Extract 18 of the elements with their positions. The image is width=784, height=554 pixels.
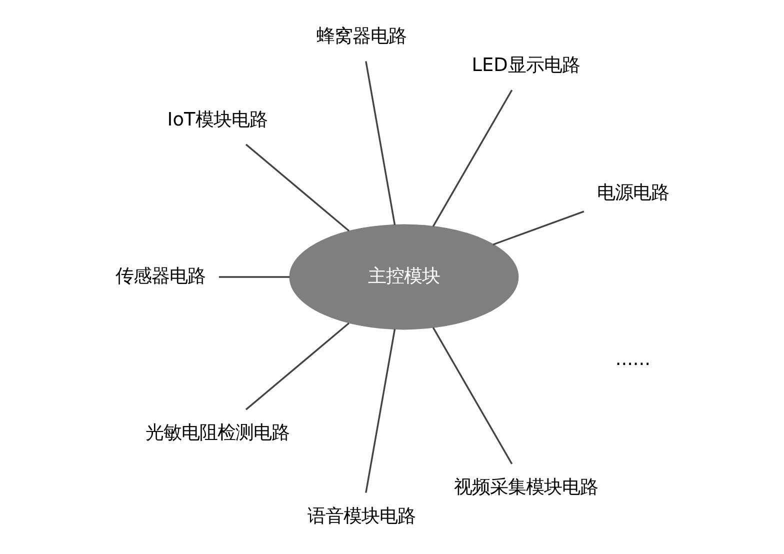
node-text: 视频采集模块电路 — [454, 476, 598, 498]
connector — [365, 328, 396, 493]
node-text: 语音模块电路 — [308, 506, 416, 527]
node-text: IoT模块电路 — [167, 109, 268, 130]
node-ellipse: 主控模块 — [289, 224, 519, 330]
connector — [432, 327, 513, 464]
node-text: 电源电路 — [596, 182, 669, 204]
node-text: LED显示电路 — [472, 54, 580, 76]
node-text: 光敏电阻检测电路 — [145, 422, 290, 444]
connector — [245, 322, 350, 410]
node-text: 蜂窝器电路 — [316, 26, 407, 47]
connector — [432, 90, 513, 227]
connector — [365, 61, 396, 226]
connector — [492, 210, 584, 246]
connector — [245, 144, 350, 232]
node-text: 传感器电路 — [115, 266, 206, 287]
connector — [218, 276, 290, 278]
label: ...... — [615, 349, 651, 370]
